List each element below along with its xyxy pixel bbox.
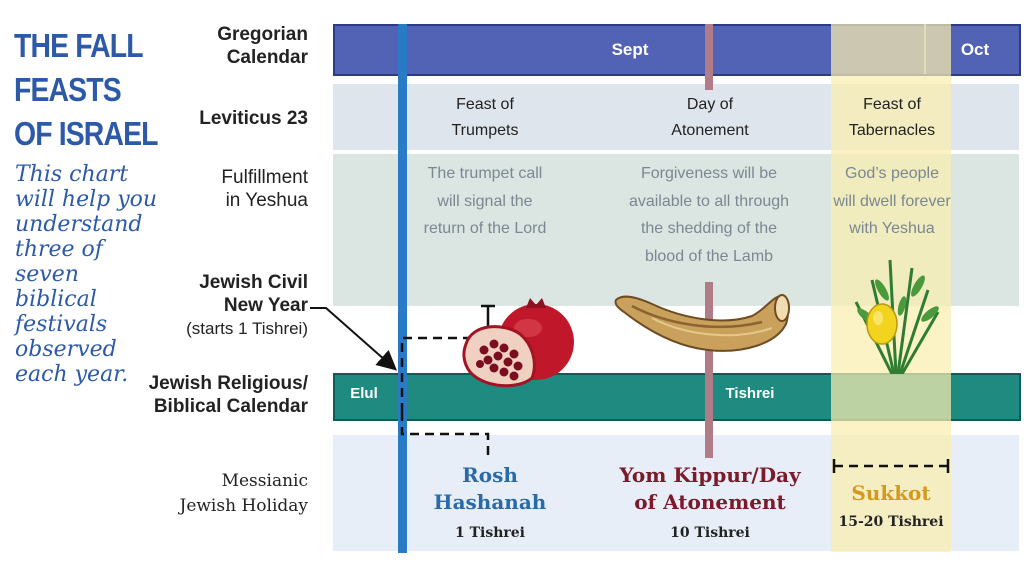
feast-title-line: Day of [686, 96, 734, 113]
row-label-civil-new-year: Jewish Civil New Year (starts 1 Tishrei) [186, 271, 308, 340]
row-label-leviticus: Leviticus 23 [199, 108, 308, 129]
row-label-line: Fulfillment [221, 167, 308, 188]
row-label-line: Jewish Civil [199, 272, 308, 293]
date-rosh-hashanah: 1 Tishrei [454, 525, 525, 541]
title-line-3: OF ISRAEL [14, 115, 158, 152]
holiday-line: Yom Kippur/Day [619, 463, 801, 487]
month-sept: Sept [611, 40, 649, 59]
row-label-line: Jewish Religious/ [148, 373, 308, 394]
fulfillment-tabernacles: God’s people will dwell forever with Yes… [822, 160, 962, 243]
fulfillment-trumpets: The trumpet call will signal the return … [410, 160, 560, 243]
row-label-line: Messianic [221, 471, 308, 491]
month-tishrei: Tishrei [725, 385, 775, 402]
feast-title-line: Tabernacles [848, 122, 936, 139]
fulfillment-line: Forgiveness will be [640, 165, 778, 182]
intro-line: three of [15, 237, 103, 262]
civil-new-year-arrow [310, 307, 397, 371]
holiday-yom-kippur: Yom Kippur/Day of Atonement [610, 462, 810, 516]
row-label-line: in Yeshua [225, 190, 308, 211]
row-label-line: Gregorian [217, 24, 308, 45]
month-divider [924, 24, 926, 74]
feast-title-line: Trumpets [451, 122, 519, 139]
row-label-religious: Jewish Religious/ Biblical Calendar [149, 372, 308, 418]
fulfillment-line: will dwell forever [833, 192, 951, 210]
page-title: THE FALL FEASTS OF ISRAEL [14, 24, 165, 156]
fulfillment-line: will signal the [437, 192, 533, 210]
fulfillment-line: return of the Lord [423, 220, 547, 237]
feast-title-line: Atonement [671, 122, 749, 139]
holiday-line: of Atonement [634, 490, 786, 514]
intro-line: biblical [15, 287, 97, 312]
row-label-line: New Year [223, 295, 308, 316]
fulfillment-line: available to all through [628, 192, 790, 210]
holiday-line: Hashanah [433, 490, 547, 514]
dashed-bracket-bottom [400, 412, 490, 460]
shofar-icon [614, 294, 790, 352]
feast-title-trumpets: Feast of Trumpets [420, 92, 550, 144]
intro-line: understand [15, 212, 143, 237]
etrog-lulav-icon [854, 259, 940, 374]
intro-line: This chart [15, 162, 129, 187]
fulfillment-line: with Yeshua [849, 220, 935, 237]
intro-line: seven [15, 262, 79, 287]
intro-line: festivals [15, 312, 108, 337]
row-label-line: (starts 1 Tishrei) [186, 319, 308, 338]
intro-text: This chart will help you understand thre… [15, 162, 165, 387]
row-label-fulfillment: Fulfillment in Yeshua [221, 166, 308, 212]
fulfillment-line: blood of the Lamb [644, 247, 774, 265]
atonement-marker-bottom [705, 282, 713, 458]
intro-line: will help you [15, 187, 158, 212]
row-label-line: Jewish Holiday [179, 496, 309, 516]
holiday-line: Rosh [462, 463, 518, 487]
feast-title-line: Feast of [863, 96, 921, 113]
sukkot-span-ends [832, 459, 950, 473]
fulfillment-line: God’s people [845, 165, 939, 182]
month-oct: Oct [960, 40, 990, 59]
title-line-2: FEASTS [14, 71, 122, 108]
new-year-marker-line [398, 24, 407, 553]
feast-title-tabernacles: Feast of Tabernacles [827, 92, 957, 144]
date-yom-kippur: 10 Tishrei [670, 525, 750, 541]
feast-title-line: Feast of [456, 96, 514, 113]
title-line-1: THE FALL [14, 27, 144, 64]
holiday-sukkot: Sukkot [851, 481, 931, 505]
holiday-rosh-hashanah: Rosh Hashanah [420, 462, 560, 516]
fulfillment-line: the shedding of the [640, 220, 778, 237]
date-sukkot: 15-20 Tishrei [838, 514, 944, 530]
row-label-messianic: Messianic Jewish Holiday [180, 469, 309, 519]
feast-title-atonement: Day of Atonement [645, 92, 775, 144]
fulfillment-line: The trumpet call [427, 165, 543, 182]
atonement-marker-top [705, 24, 713, 90]
intro-line: each year. [15, 362, 129, 387]
row-label-gregorian: Gregorian Calendar [217, 23, 308, 69]
intro-line: observed [15, 337, 117, 362]
row-label-line: Biblical Calendar [153, 396, 308, 417]
row-label-line: Calendar [226, 47, 308, 68]
fulfillment-atonement: Forgiveness will be available to all thr… [614, 160, 804, 270]
pomegranate-icon [462, 298, 574, 388]
month-elul: Elul [350, 385, 378, 402]
